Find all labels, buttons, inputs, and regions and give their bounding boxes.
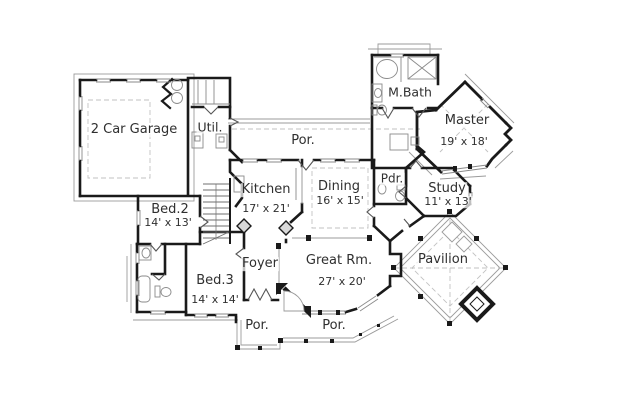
room-dims-bed2: 14' x 13' xyxy=(143,217,193,229)
room-label-powder: Pdr. xyxy=(379,171,405,186)
bed2-dims: 14' x 13' xyxy=(144,216,192,230)
room-label-porch-center: Por. xyxy=(321,319,347,333)
stairs xyxy=(202,178,231,245)
room-dims-great-room: 27' x 20' xyxy=(317,276,367,288)
utility-walls xyxy=(186,76,244,164)
great-room-name: Great Rm. xyxy=(305,253,373,269)
pavilion-steps xyxy=(441,221,473,253)
room-label-porch-left: Por. xyxy=(244,319,270,333)
room-label-study: Study xyxy=(427,182,467,196)
master-bath-walls xyxy=(370,53,440,110)
foyer-name: Foyer xyxy=(241,256,279,272)
great-room-dims: 27' x 20' xyxy=(318,275,366,289)
study-name: Study xyxy=(428,181,466,197)
shower-master xyxy=(407,56,437,80)
room-dims-bed3: 14' x 14' xyxy=(190,294,240,306)
front-door xyxy=(247,287,273,302)
room-dims-study: 11' x 13' xyxy=(423,196,473,208)
eave-outlines xyxy=(73,43,515,321)
bed2-name: Bed.2 xyxy=(151,202,189,218)
kitchen-dims: 17' x 21' xyxy=(242,202,290,216)
study-walls xyxy=(404,166,472,218)
room-dims-master: 19' x 18' xyxy=(439,136,489,148)
bathtub-bath xyxy=(137,275,151,303)
room-label-bed3: Bed.3 xyxy=(195,274,235,288)
room-label-garage: 2 Car Garage xyxy=(89,122,179,138)
entry-vestibule xyxy=(276,283,311,318)
utility-name: Util. xyxy=(197,119,223,135)
kitchen-columns xyxy=(236,218,294,236)
entry-columns xyxy=(171,79,183,104)
porch-left-name: Por. xyxy=(245,318,269,334)
room-label-master: Master xyxy=(443,113,491,129)
room-label-bed2: Bed.2 xyxy=(150,203,190,217)
toilet-bath xyxy=(154,285,172,298)
pavilion-name: Pavilion xyxy=(418,252,468,268)
sink-master xyxy=(371,83,383,103)
bed3-name: Bed.3 xyxy=(196,273,234,289)
bed3-dims: 14' x 14' xyxy=(191,293,239,307)
room-label-master-bath: M.Bath xyxy=(387,84,433,100)
garage-walls xyxy=(78,78,202,198)
storage-shelves xyxy=(192,80,230,105)
room-label-porch-top: Por. xyxy=(290,134,316,148)
kitchen-name: Kitchen xyxy=(241,182,291,198)
bifold-door xyxy=(160,77,174,110)
porch-railing xyxy=(235,315,399,350)
master-name: Master xyxy=(444,113,490,129)
bed2-walls xyxy=(135,194,202,246)
room-label-great-room: Great Rm. xyxy=(304,253,374,269)
master-bath-name: M.Bath xyxy=(388,84,432,100)
room-label-kitchen: Kitchen xyxy=(240,182,292,198)
porch-center-name: Por. xyxy=(322,318,346,334)
closet-island xyxy=(389,133,420,151)
room-dims-dining: 16' x 15' xyxy=(315,195,365,207)
master-walls xyxy=(415,80,513,174)
pavilion-fireplace xyxy=(458,285,496,323)
bath-walls xyxy=(135,242,188,314)
pavilion-structure xyxy=(391,209,508,326)
study-dims: 11' x 13' xyxy=(424,195,472,209)
room-label-pavilion: Pavilion xyxy=(417,253,469,267)
bay-window-posts xyxy=(318,164,472,315)
dining-dims: 16' x 15' xyxy=(316,194,364,208)
room-label-utility: Util. xyxy=(196,119,224,135)
sink-bath xyxy=(138,245,152,261)
room-label-dining: Dining xyxy=(317,180,361,194)
master-dims: 19' x 18' xyxy=(440,135,488,149)
pavilion-border-wall xyxy=(388,214,426,243)
powder-name: Pdr. xyxy=(380,171,404,186)
porch-top-name: Por. xyxy=(291,133,315,149)
room-dims-kitchen: 17' x 21' xyxy=(241,203,291,215)
dining-name: Dining xyxy=(318,179,360,195)
garage-name: 2 Car Garage xyxy=(90,122,178,138)
closet-walls xyxy=(370,106,426,170)
toilet-master xyxy=(371,104,387,116)
bathtub-master xyxy=(374,56,402,82)
great-room-walls xyxy=(284,238,403,314)
room-label-foyer: Foyer xyxy=(240,256,280,272)
